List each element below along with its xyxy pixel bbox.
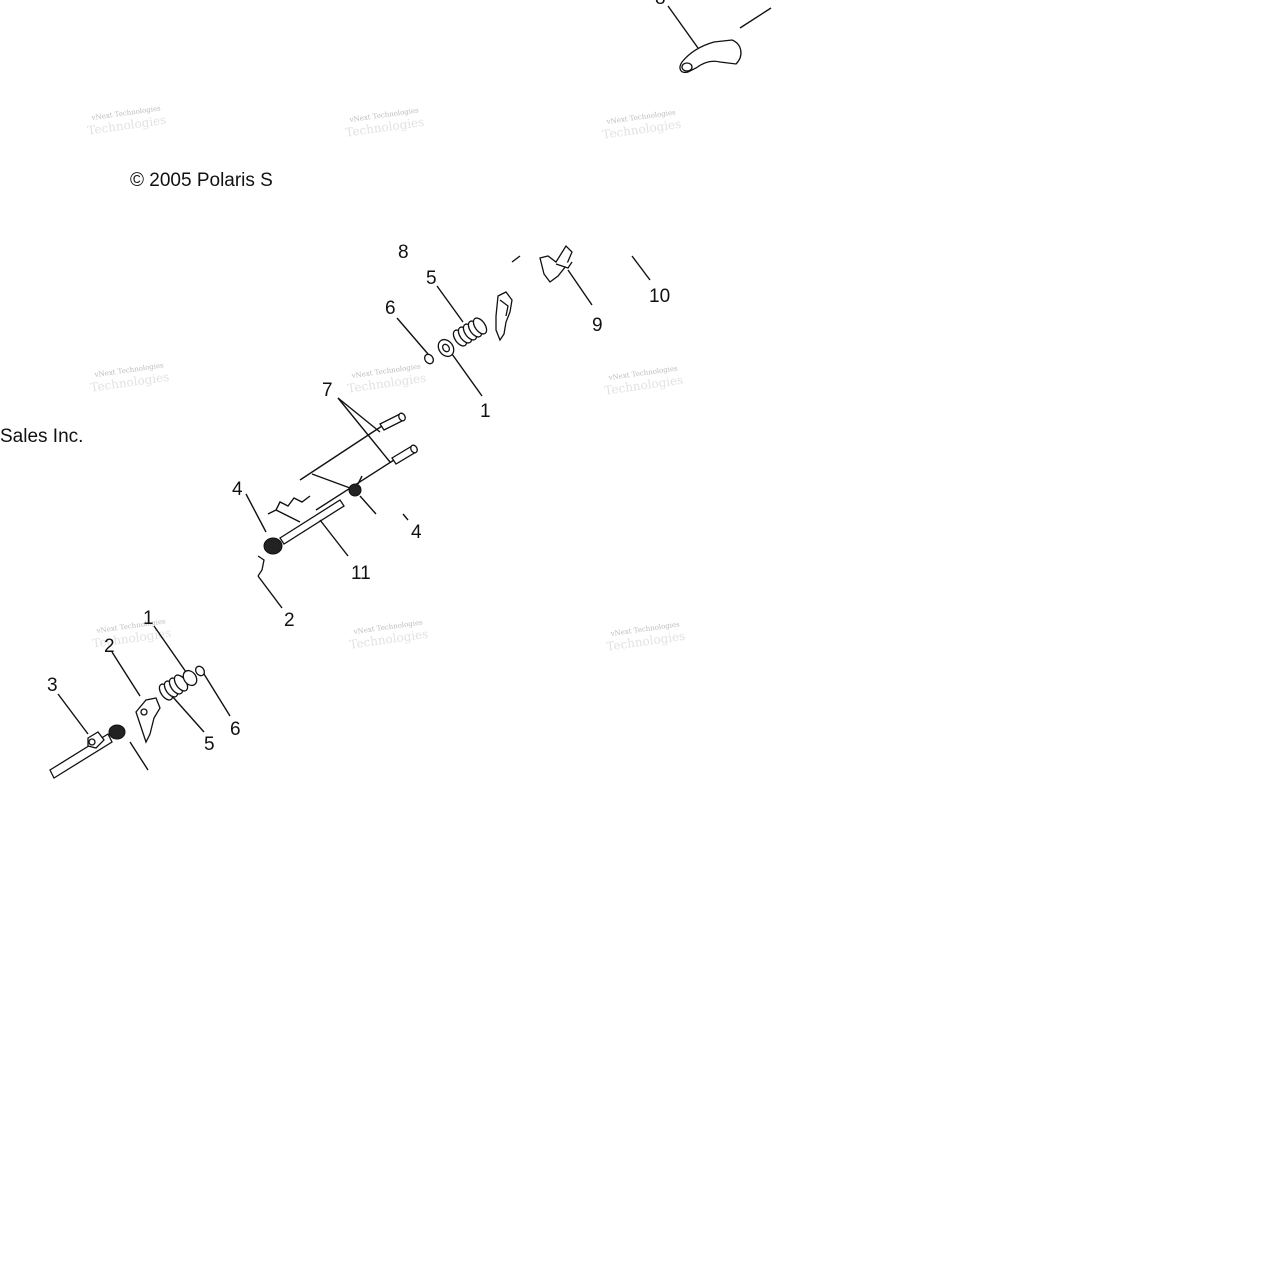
callout-1-lower: 1 [143, 608, 154, 629]
copyright-text-a: © 2005 Polaris S [130, 170, 273, 191]
callout-1-upper: 1 [480, 401, 491, 422]
callout-3: 3 [47, 675, 58, 696]
watermark: Technologies vNext Technologies [348, 618, 429, 651]
watermark: Technologies vNext Technologies [603, 364, 684, 397]
callout-7: 7 [322, 380, 333, 401]
watermark: Technologies vNext Technologies [344, 106, 425, 139]
watermark: Technologies vNext Technologies [86, 104, 167, 137]
callout-2-mid: 2 [284, 610, 295, 631]
pin-part-7 [315, 444, 418, 511]
callout-5-upper: 5 [426, 268, 437, 289]
callout-6-upper: 6 [385, 298, 396, 319]
upper-fork-assembly [396, 244, 651, 397]
callout-11: 11 [351, 563, 371, 584]
callout-2-lower: 2 [104, 636, 115, 657]
callout-4-right: 4 [411, 522, 422, 543]
clip-part-6 [423, 353, 435, 365]
callout-4-left: 4 [232, 479, 243, 500]
callout-8: 8 [398, 242, 409, 263]
callout-8-top: 8 [655, 0, 666, 9]
watermark: Technologies vNext Technologies [89, 361, 170, 394]
callout-6-lower: 6 [230, 719, 241, 740]
lower-fork-assembly [49, 625, 231, 779]
pin-part-7 [299, 412, 406, 481]
copyright-text-b: Sales Inc. [0, 426, 83, 447]
callout-10: 10 [649, 286, 670, 307]
spring-part-4 [263, 537, 283, 555]
lever-hub [348, 483, 362, 497]
shift-fork-top-fragment [667, 5, 772, 74]
watermark: Technologies vNext Technologies [346, 362, 427, 395]
watermark: Technologies vNext Technologies [601, 108, 682, 141]
watermark: Technologies vNext Technologies [605, 620, 686, 653]
spring-part-5 [452, 317, 488, 347]
callout-9: 9 [592, 315, 603, 336]
callout-5-lower: 5 [204, 734, 215, 755]
shift-shaft-assembly [245, 397, 418, 609]
